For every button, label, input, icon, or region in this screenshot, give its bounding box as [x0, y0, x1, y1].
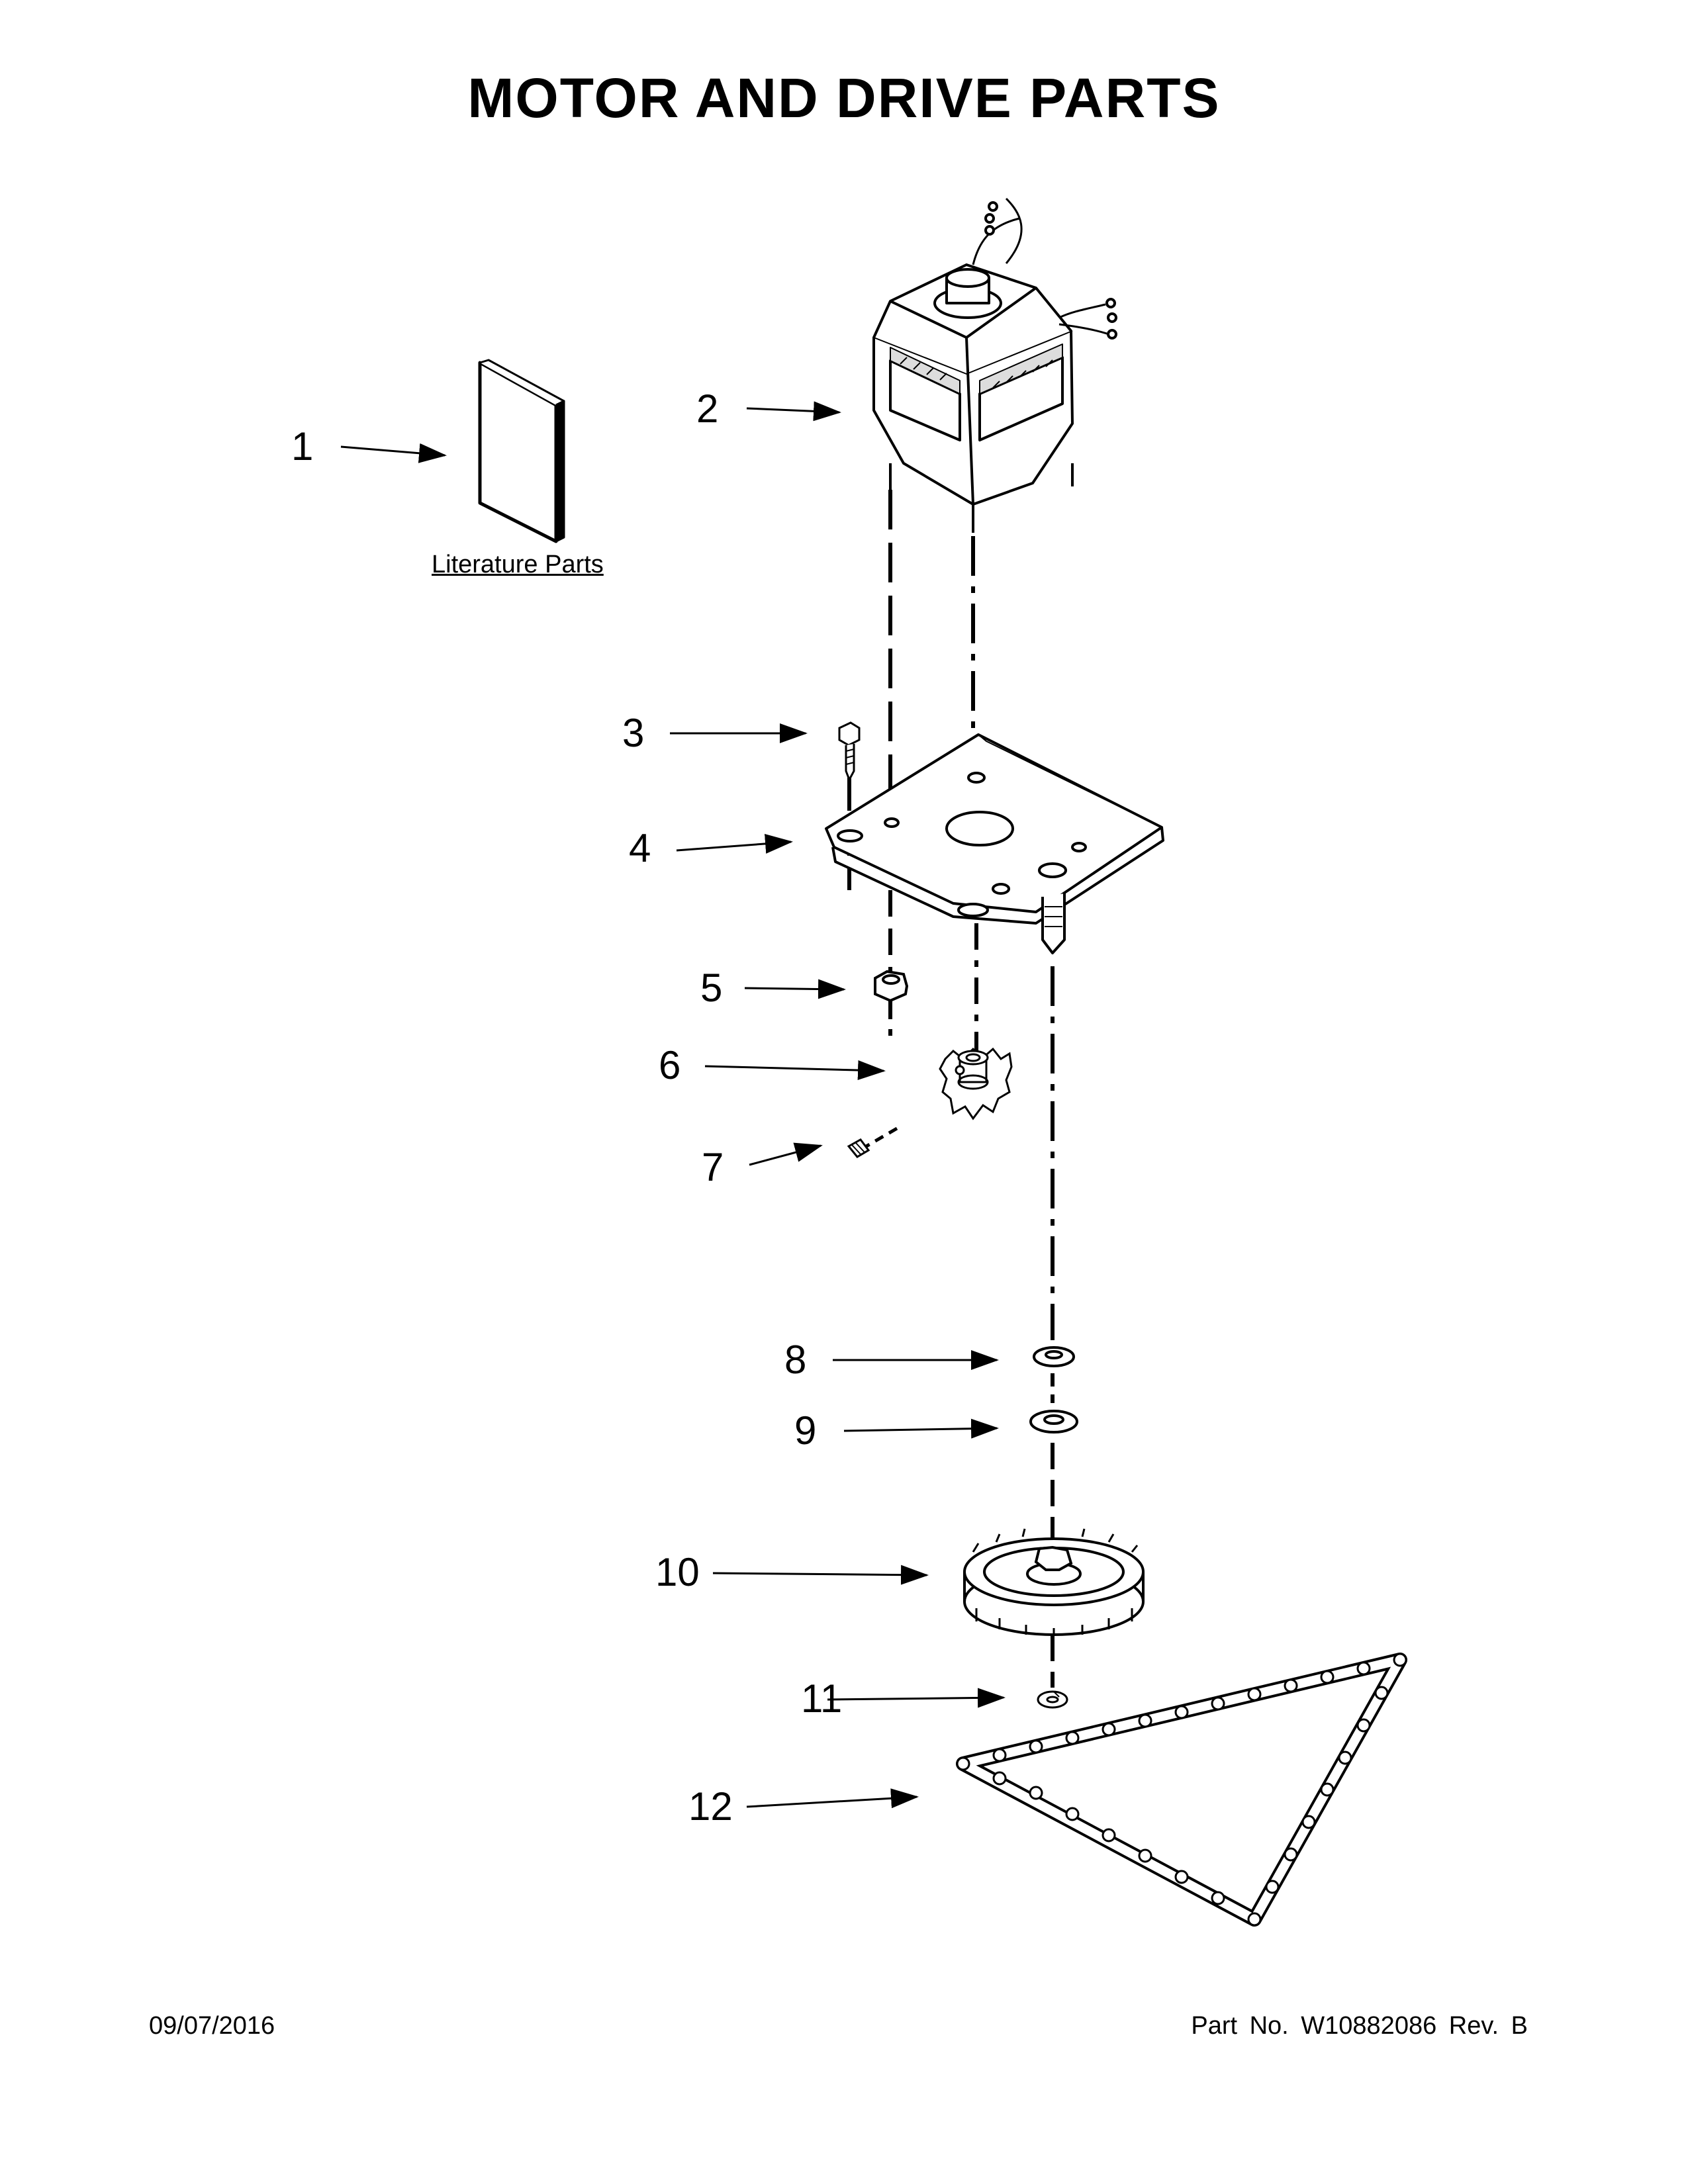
footer-date: 09/07/2016 [149, 2012, 275, 2040]
callout-5: 5 [700, 966, 723, 1010]
sprocket-gear [963, 1527, 1145, 1636]
drive-gear [939, 1047, 1013, 1120]
motor [872, 197, 1117, 533]
leader-arrows [340, 401, 1006, 1809]
callout-7: 7 [702, 1145, 724, 1189]
callout-8: 8 [784, 1338, 807, 1382]
callout-1: 1 [291, 424, 314, 469]
literature-parts-link[interactable]: Literature Parts [432, 551, 604, 578]
callout-9: 9 [794, 1408, 817, 1453]
drive-chain [956, 1653, 1407, 1927]
literature-booklet [478, 359, 565, 543]
callout-6: 6 [659, 1043, 681, 1087]
nut [874, 970, 909, 1003]
retaining-ring [1037, 1690, 1068, 1709]
callout-2: 2 [696, 387, 719, 431]
footer-part-number: Part No. W10882086 Rev. B [1191, 2012, 1528, 2040]
set-screw [847, 1138, 870, 1158]
callout-3: 3 [622, 711, 645, 755]
page-title: MOTOR AND DRIVE PARTS [467, 67, 1221, 129]
callout-12: 12 [688, 1784, 733, 1829]
washers [1029, 1346, 1078, 1433]
screw [838, 721, 861, 782]
motor-bracket-plate [825, 733, 1164, 954]
callout-10: 10 [655, 1550, 700, 1594]
callout-11: 11 [801, 1676, 843, 1721]
callout-4: 4 [629, 826, 651, 870]
